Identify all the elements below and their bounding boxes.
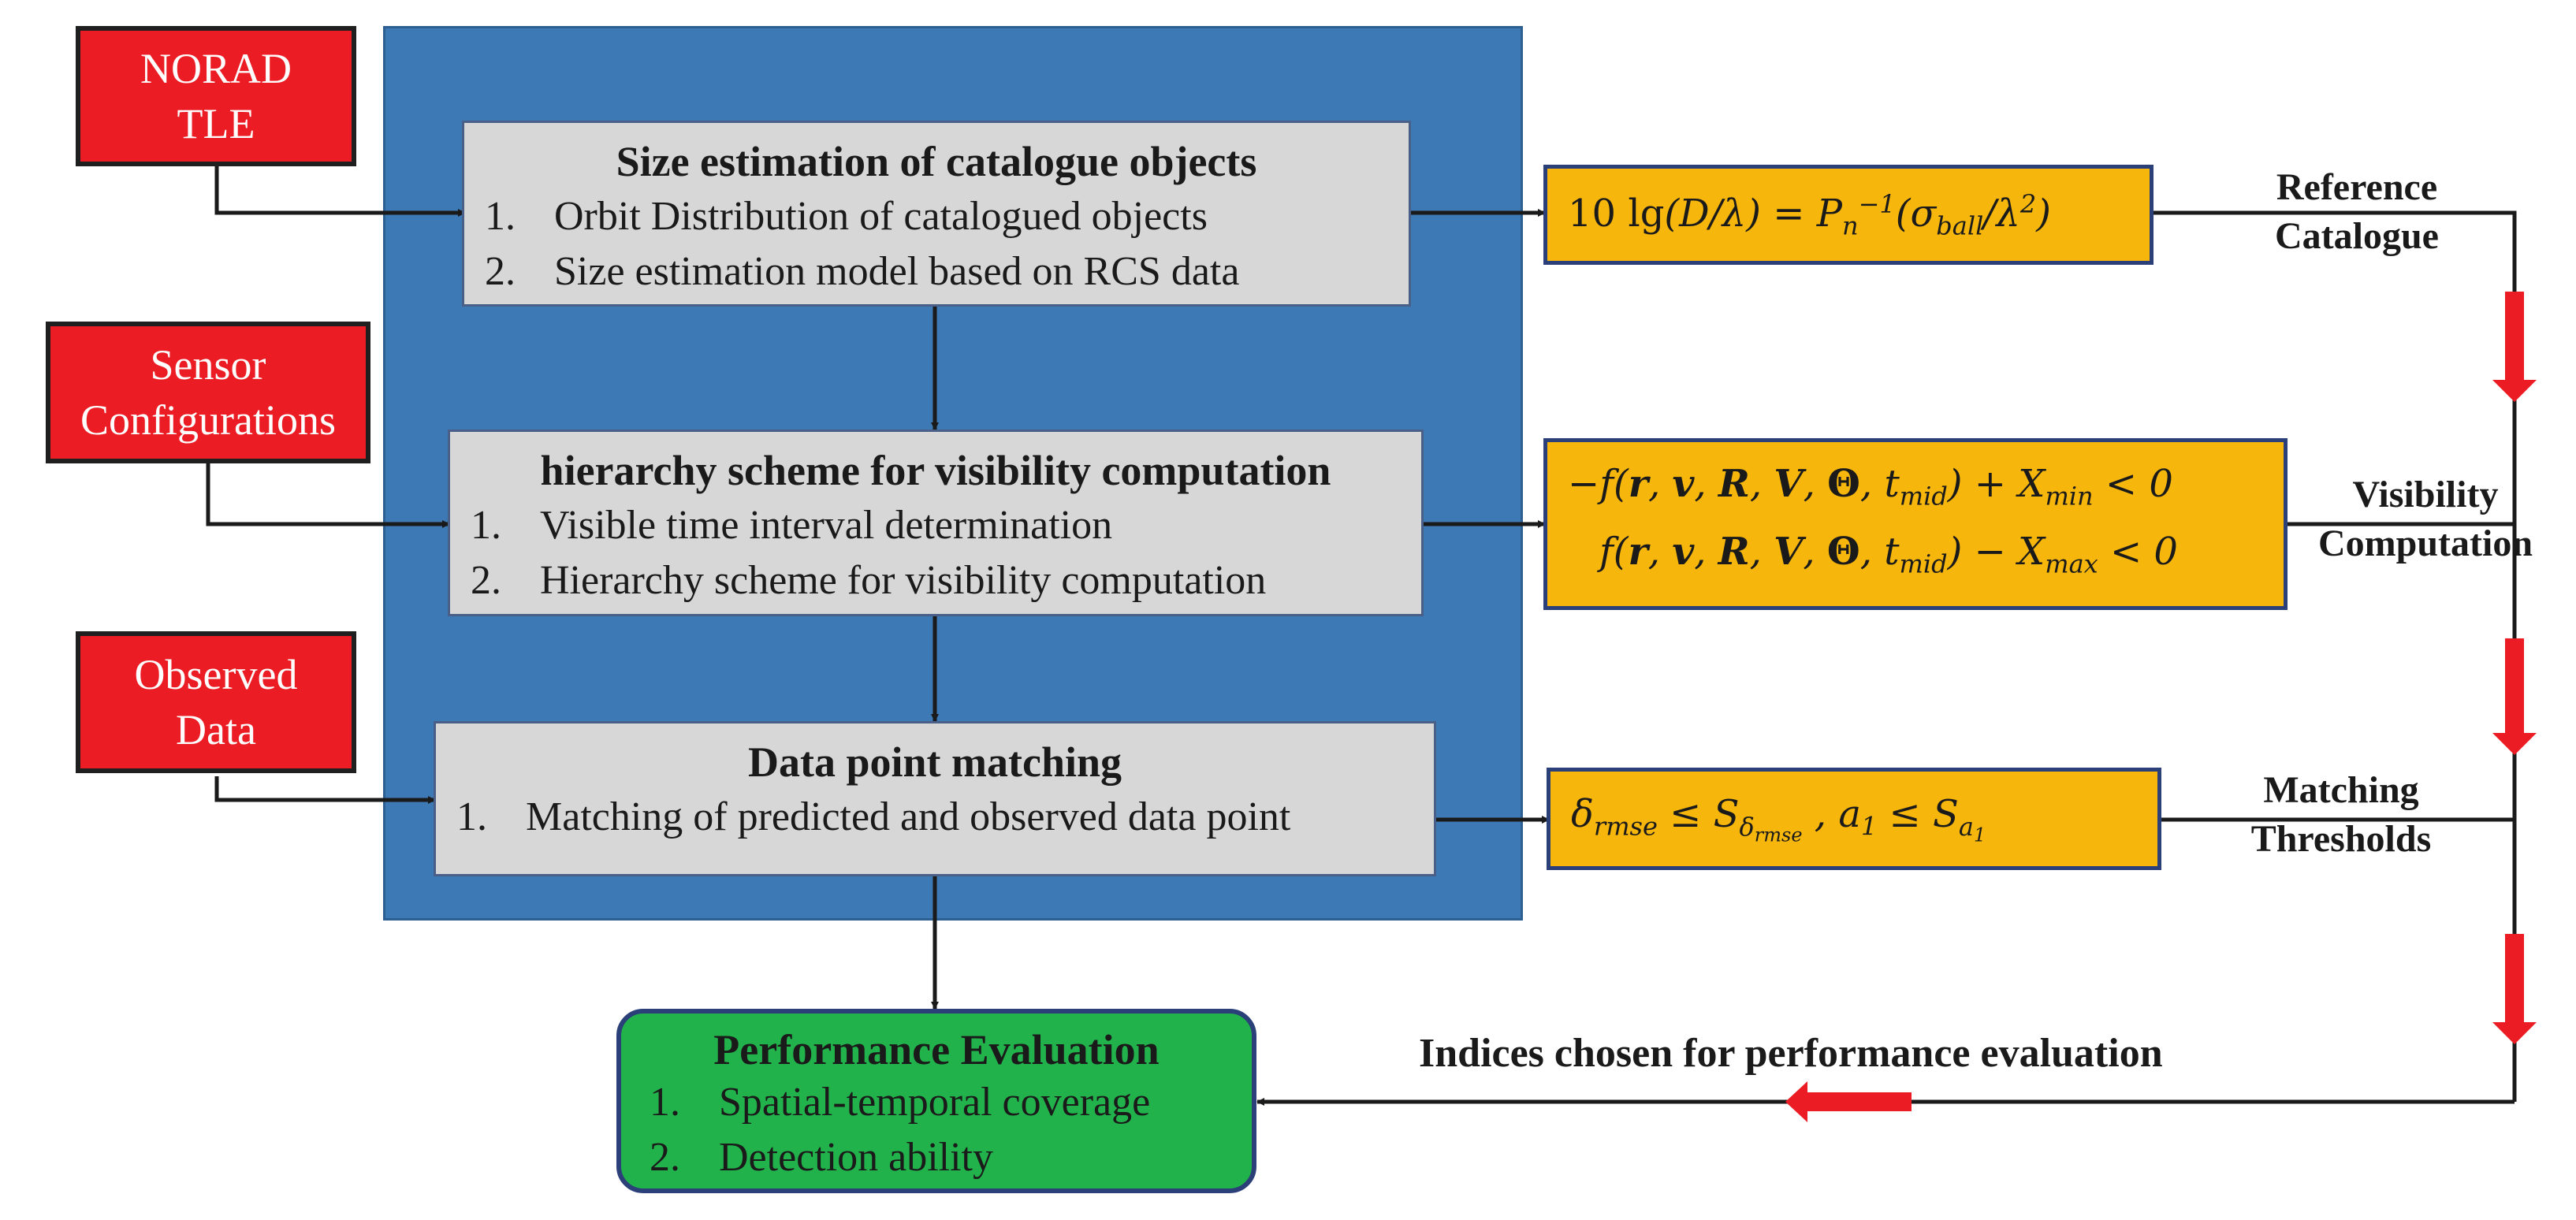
step-item: 1. Visible time interval determination [471, 503, 1113, 548]
observed-data-input: Observed Data [76, 631, 356, 773]
performance-evaluation-box: Performance Evaluation 1. Spatial-tempor… [616, 1009, 1256, 1193]
step-item: 2. Size estimation model based on RCS da… [485, 249, 1240, 294]
visibility-formula-line-1: −f(r, v, R, V, Θ, tmid) + Xmin < 0 [1568, 462, 2173, 511]
matching-thresholds-label: Matching Thresholds [2250, 769, 2432, 860]
data-point-matching-title: Data point matching [747, 738, 1122, 786]
observed-to-matching-arrow [214, 776, 436, 804]
data-point-matching-step: Data point matching 1. Matching of predi… [434, 721, 1436, 876]
hierarchy-scheme-title: hierarchy scheme for visibility computat… [540, 447, 1331, 494]
red-down-arrow-icon [2492, 934, 2537, 1044]
sensor-line-1: Sensor [150, 341, 266, 389]
size-formula-box: 10 lg(D/λ) = Pn−1(σball/λ2) [1543, 165, 2153, 265]
sensor-to-hierarchy-arrow [206, 463, 450, 528]
indices-label: Indices chosen for performance evaluatio… [1419, 1031, 2163, 1076]
size-estimation-step: Size estimation of catalogue objects 1. … [462, 121, 1411, 307]
sensor-line-2: Configurations [80, 396, 336, 444]
red-left-arrow-icon [1785, 1081, 1912, 1122]
norad-tle-input: NORAD TLE [76, 26, 356, 166]
performance-evaluation-title: Performance Evaluation [713, 1026, 1160, 1073]
size-formula: 10 lg(D/λ) = Pn−1(σball/λ2) [1568, 188, 2051, 241]
matching-formula-box: δrmse ≤ Sδrmse , a1 ≤ Sa1 [1547, 768, 2161, 870]
sensor-configurations-input: Sensor Configurations [46, 322, 370, 463]
visibility-formula-box: −f(r, v, R, V, Θ, tmid) + Xmin < 0 f(r, … [1543, 438, 2288, 610]
hierarchy-scheme-step: hierarchy scheme for visibility computat… [448, 430, 1424, 616]
norad-to-size-arrow [214, 162, 466, 217]
visibility-formula-line-2: f(r, v, R, V, Θ, tmid) − Xmax < 0 [1599, 530, 2178, 579]
step-item: 2. Hierarchy scheme for visibility compu… [471, 558, 1267, 603]
evaluation-item: 1. Spatial-temporal coverage [650, 1080, 1151, 1125]
observed-line-2: Data [176, 706, 256, 753]
norad-line-1: NORAD [140, 45, 292, 92]
step-item: 1. Orbit Distribution of catalogued obje… [485, 194, 1208, 239]
observed-line-1: Observed [134, 651, 298, 698]
reference-catalogue-label: Reference Catalogue [2275, 166, 2439, 257]
step-item: 1. Matching of predicted and observed da… [456, 794, 1291, 839]
matching-formula: δrmse ≤ Sδrmse , a1 ≤ Sa1 [1571, 792, 1986, 846]
norad-line-2: TLE [177, 100, 255, 147]
reference-wire [2152, 210, 2517, 1102]
size-estimation-title: Size estimation of catalogue objects [616, 138, 1257, 185]
red-down-arrow-icon [2492, 638, 2537, 755]
visibility-computation-label: Visibility Computation [2317, 474, 2533, 564]
red-down-arrow-icon [2492, 292, 2537, 402]
evaluation-item: 2. Detection ability [650, 1135, 994, 1180]
